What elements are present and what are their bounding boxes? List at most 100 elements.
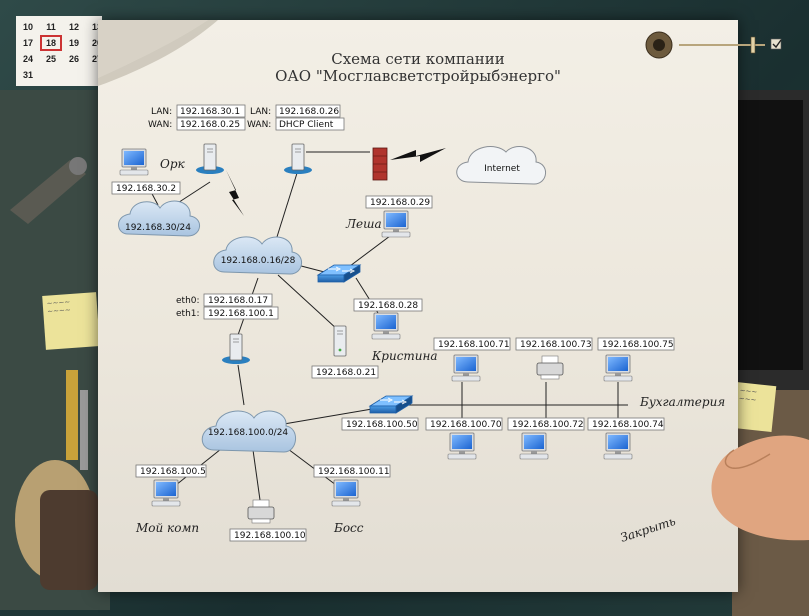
pc-boss (331, 479, 361, 507)
link-net0-gateway (237, 277, 259, 336)
gateway-eth1-label: eth1: (176, 309, 200, 319)
boss-name: Босс (333, 521, 364, 535)
calendar-day: 12 (68, 22, 79, 32)
kristina-name: Кристина (371, 349, 438, 363)
close-label[interactable]: Закрыть (619, 514, 678, 545)
cloud-net100-label: 192.168.100.0/24 (208, 428, 289, 438)
accounting-name: Бухгалтерия (639, 395, 725, 409)
acc-74-box (587, 417, 665, 431)
link-net100-switch2 (277, 407, 379, 426)
sticky-note-scribble: ~~~~~~ (738, 386, 758, 405)
diagram-title-line2: ОАО "Мосглавсветстройрыбэнерго" (275, 67, 561, 85)
mycomp-name: Мой комп (135, 521, 199, 535)
acc-74-ip: 192.168.100.74 (592, 420, 664, 430)
pc-acc-75 (603, 354, 633, 382)
volume-control[interactable] (645, 28, 795, 62)
gateway-eth0-value: 192.168.0.17 (208, 296, 268, 306)
router-right (283, 143, 313, 175)
acc-71-box (433, 337, 511, 351)
pc-ork (119, 148, 149, 176)
link-net0-server (277, 274, 339, 331)
network-diagram-paper: Схема сети компании ОАО "Мосглавсветстро… (98, 20, 738, 592)
calendar-day: 24 (22, 54, 33, 64)
link-router-right-net0 (275, 169, 299, 241)
acc-73-box (515, 337, 593, 351)
server-ip-box (311, 365, 379, 379)
cloud-net0: 192.168.0.16/28 (213, 236, 302, 275)
gateway-router (221, 333, 251, 365)
router-right-lan-box (275, 104, 341, 118)
calendar-day: 10 (22, 22, 33, 32)
router-right-wan-box (275, 117, 345, 131)
sticky-note: ~~~~~~ (731, 382, 777, 432)
calendar-day: 20 (91, 38, 102, 48)
router-left-lan-label: LAN: (151, 107, 172, 117)
network-diagram: Схема сети компании ОАО "Мосглавсветстро… (111, 50, 725, 545)
router-left (195, 143, 225, 175)
kristina-ip: 192.168.0.28 (358, 301, 418, 311)
server-tower (333, 325, 347, 357)
speaker-icon[interactable] (645, 31, 673, 59)
router-left-wan-box (176, 117, 246, 131)
gateway-eth0-label: eth0: (176, 296, 200, 306)
boss-ip: 192.168.100.11 (318, 467, 390, 477)
sticky-note-scribble: ~~~~~~~~ (46, 298, 71, 316)
lesha-ip-box (365, 195, 433, 209)
acc-72-box (507, 417, 585, 431)
router-left-lan-value: 192.168.30.1 (180, 107, 240, 117)
ork-ip-box (111, 181, 181, 195)
pc-my-comp (151, 479, 181, 507)
mycomp-ip: 192.168.100.5 (140, 467, 206, 477)
router-right-lan-value: 192.168.0.26 (279, 107, 339, 117)
calendar-day-today: 18 (40, 35, 62, 51)
pc-acc-71 (451, 354, 481, 382)
desk-lamp-decoration (0, 90, 110, 610)
router-right-lan-label: LAN: (250, 107, 271, 117)
calendar: 10 11 12 13 17 18 19 20 24 25 26 27 31 (16, 16, 102, 86)
check-icon (772, 39, 782, 49)
switch-accounting-ip-box (341, 417, 419, 431)
router-right-wan-label: WAN: (247, 120, 271, 130)
calendar-day: 11 (46, 22, 56, 32)
gateway-eth1-box (203, 306, 279, 320)
calendar-day: 26 (68, 54, 79, 64)
kristina-ip-box (353, 298, 423, 312)
calendar-day: 13 (91, 22, 102, 32)
cloud-net100: 192.168.100.0/24 (201, 410, 296, 453)
calendar-day: 19 (68, 38, 79, 48)
pc-acc-74 (603, 432, 633, 460)
gateway-eth1-value: 192.168.100.1 (208, 309, 274, 319)
printer-main (247, 499, 275, 524)
cloud-net30: 192.168.30/24 (118, 200, 200, 237)
volume-checkbox[interactable] (770, 38, 782, 50)
calendar-day: 25 (45, 54, 56, 64)
acc-70-ip: 192.168.100.70 (430, 420, 502, 430)
lesha-name: Леша (345, 217, 382, 231)
diagram-title-line1: Схема сети компании (331, 50, 505, 68)
acc-75-ip: 192.168.100.75 (602, 340, 674, 350)
router-left-wan-label: WAN: (148, 120, 172, 130)
acc-72-ip: 192.168.100.72 (512, 420, 584, 430)
router-left-wan-value: 192.168.0.25 (180, 120, 240, 130)
switch-net0 (317, 264, 361, 283)
cloud-net0-label: 192.168.0.16/28 (221, 256, 296, 266)
lesha-ip: 192.168.0.29 (370, 198, 430, 208)
ork-ip: 192.168.30.2 (116, 184, 176, 194)
sticky-note: ~~~~~~~~ (42, 292, 100, 350)
router-right-wan-value: DHCP Client (279, 120, 334, 130)
close-button[interactable]: Закрыть (619, 514, 678, 545)
volume-slider-handle[interactable] (750, 36, 756, 54)
calendar-day: 31 (22, 70, 33, 80)
server-ip: 192.168.0.21 (316, 368, 376, 378)
boss-ip-box (313, 464, 391, 478)
cloud-net30-label: 192.168.30/24 (125, 223, 191, 233)
switch-accounting-ip: 192.168.100.50 (346, 420, 418, 430)
mycomp-ip-box (135, 464, 207, 478)
pc-acc-70 (447, 432, 477, 460)
printer-ip: 192.168.100.10 (234, 531, 306, 541)
monitor-decoration (732, 90, 809, 390)
acc-73-ip: 192.168.100.73 (520, 340, 592, 350)
acc-70-box (425, 417, 503, 431)
switch-accounting (369, 395, 413, 414)
acc-75-box (597, 337, 675, 351)
